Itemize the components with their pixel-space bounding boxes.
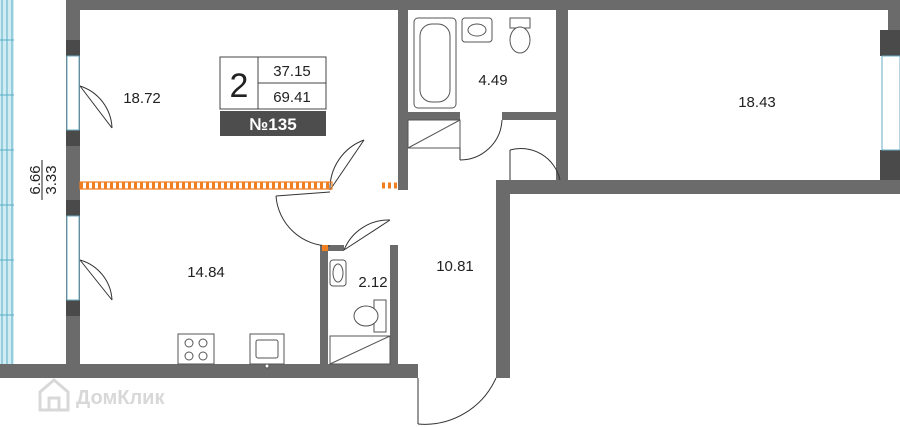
windows xyxy=(66,55,900,301)
area-room-right: 18.43 xyxy=(738,94,776,111)
rooms-count: 2 xyxy=(230,67,249,105)
total-area: 69.41 xyxy=(273,89,311,106)
watermark-text: ДомКлик xyxy=(76,387,165,409)
area-room-bottom-left: 14.84 xyxy=(187,264,225,281)
apartment-number: №135 xyxy=(249,115,296,134)
bathroom-fixtures xyxy=(407,17,531,149)
area-toilet: 2.12 xyxy=(358,274,387,291)
room-divider xyxy=(79,181,398,251)
apartment-number-badge xyxy=(220,111,326,136)
balcony xyxy=(0,0,14,372)
stove-icon xyxy=(177,333,215,365)
area-balcony-reduced: 3.33 xyxy=(43,165,60,194)
living-area: 37.15 xyxy=(273,63,311,80)
area-hall: 10.81 xyxy=(436,258,474,275)
toilet-fixtures xyxy=(329,259,391,365)
area-room-top-left: 18.72 xyxy=(123,90,161,107)
doors xyxy=(79,85,561,425)
apartment-info: 2 37.15 69.41 №135 xyxy=(219,56,327,136)
area-balcony: 6.66 xyxy=(27,165,44,194)
watermark: ДомКлик xyxy=(38,378,165,412)
room-labels: 18.72 14.84 4.49 18.43 2.12 10.81 6.66 3… xyxy=(27,72,776,291)
kitchen-fixtures xyxy=(177,333,285,369)
area-bathroom: 4.49 xyxy=(478,72,507,89)
house-logo-icon xyxy=(38,378,70,412)
